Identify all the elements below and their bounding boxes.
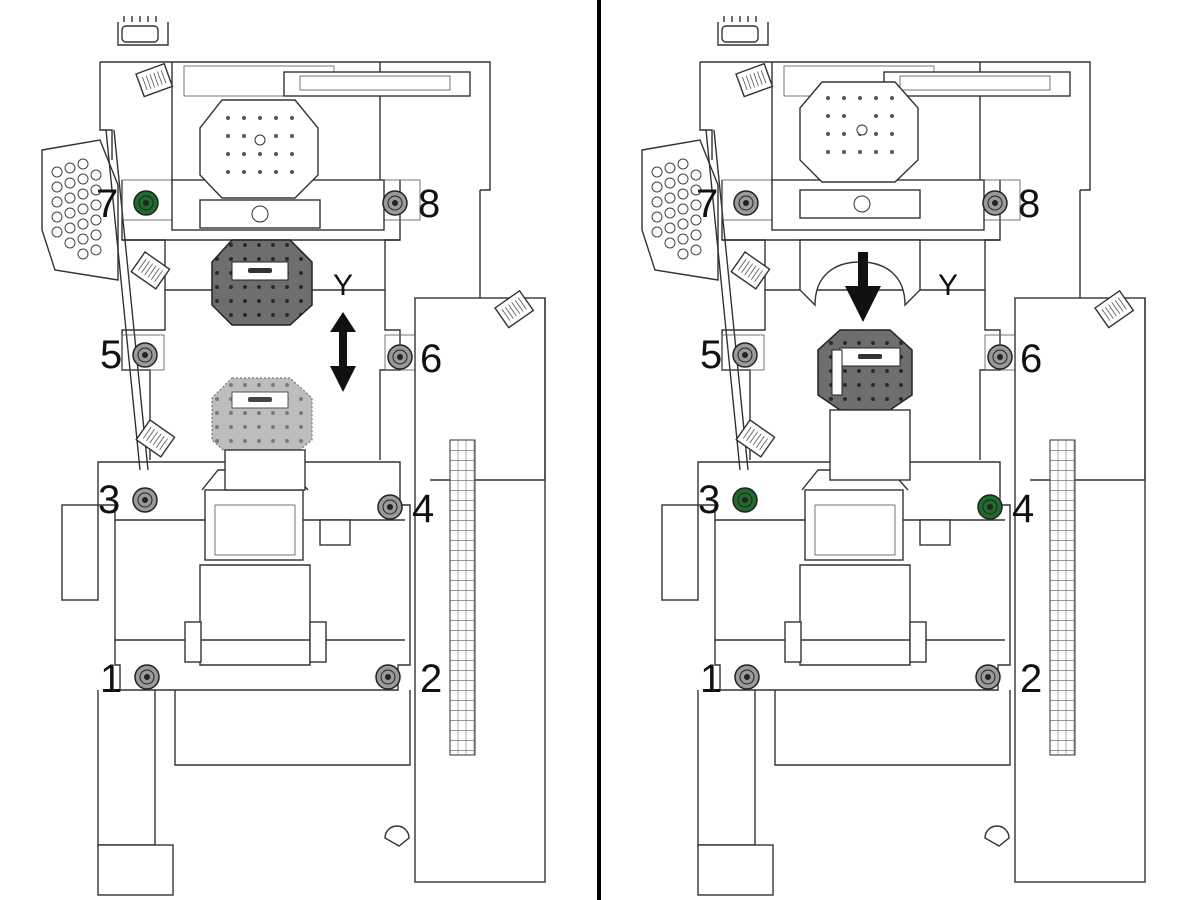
leveling-screw-number: 3: [698, 478, 720, 522]
leveling-screw-7: 7: [96, 182, 159, 226]
leveling-screw-number: 1: [700, 657, 722, 701]
y-axis-label: Y: [333, 269, 353, 302]
top-table-left: [199, 99, 321, 229]
leveling-screw-core: [142, 352, 148, 358]
leveling-screw-core: [987, 504, 993, 510]
leveling-screw-number: 2: [420, 657, 442, 701]
leveling-screw-ring: [737, 492, 753, 508]
leveling-screw-core: [744, 674, 750, 680]
leveling-screw-core: [992, 200, 998, 206]
panel-divider: [597, 0, 601, 900]
leveling-screw-number: 6: [420, 337, 442, 381]
leveling-screw-core: [985, 674, 991, 680]
leveling-screw-ring: [980, 669, 996, 685]
leveling-screw-number: 7: [696, 182, 718, 226]
leveling-screw-ring: [739, 669, 755, 685]
leveling-screw-core: [387, 504, 393, 510]
leveling-screw-core: [143, 200, 149, 206]
leveling-screw-core: [142, 497, 148, 503]
leveling-screw-number: 7: [96, 182, 118, 226]
leveling-screw-number: 2: [1020, 657, 1042, 701]
leveling-screw-number: 8: [418, 182, 440, 226]
leveling-screw-ring: [137, 347, 153, 363]
leveling-screw-ring: [387, 195, 403, 211]
leveling-screw-number: 1: [100, 657, 122, 701]
leveling-screw-1: 1: [100, 657, 160, 701]
leveling-screw-8: 8: [982, 182, 1040, 226]
leveling-screw-ring: [738, 195, 754, 211]
leveling-screw-5: 5: [700, 333, 758, 377]
left-panel: Y 1 2 3 4 5 6 7 8: [41, 15, 546, 896]
y-axis-double-arrow: [330, 312, 356, 392]
leveling-screw-7: 7: [696, 182, 759, 226]
leveling-screw-ring: [982, 499, 998, 515]
leveling-screw-number: 5: [100, 333, 122, 377]
leveling-screw-ring: [737, 347, 753, 363]
leveling-screw-ring: [139, 669, 155, 685]
leveling-screw-ring: [987, 195, 1003, 211]
leveling-screw-4: 4: [377, 487, 434, 531]
leveling-screw-core: [397, 354, 403, 360]
leveling-screw-number: 4: [1012, 487, 1034, 531]
leveling-screw-number: 4: [412, 487, 434, 531]
leveling-screw-1: 1: [700, 657, 760, 701]
leveling-screw-3: 3: [698, 478, 758, 522]
y-axis-label: Y: [938, 269, 958, 302]
leveling-screw-2: 2: [975, 657, 1042, 701]
leveling-screw-core: [144, 674, 150, 680]
leveling-screw-core: [997, 354, 1003, 360]
leveling-screw-ring: [382, 499, 398, 515]
leveling-screw-core: [385, 674, 391, 680]
leveling-screw-core: [742, 352, 748, 358]
leveling-screw-core: [742, 497, 748, 503]
leveling-screw-ring: [392, 349, 408, 365]
leveling-screw-number: 3: [98, 478, 120, 522]
leveling-screw-2: 2: [375, 657, 442, 701]
leveling-screw-number: 8: [1018, 182, 1040, 226]
leveling-screws-left: 1 2 3 4 5 6 7 8: [96, 182, 442, 701]
leveling-screw-ring: [137, 492, 153, 508]
leveling-screw-8: 8: [382, 182, 440, 226]
leveling-screws-right: 1 2 3 4 5 6 7 8: [696, 182, 1042, 701]
leveling-screw-6: 6: [987, 337, 1042, 381]
leveling-screw-core: [392, 200, 398, 206]
leveling-screw-ring: [138, 195, 154, 211]
leveling-screw-core: [743, 200, 749, 206]
table-alt-position-left: [211, 377, 313, 491]
y-axis-down-arrow: [845, 252, 881, 322]
table-current-position-right: [817, 329, 913, 481]
table-current-position-left: [211, 239, 313, 326]
leveling-screw-6: 6: [387, 337, 442, 381]
leveling-screw-number: 6: [1020, 337, 1042, 381]
leveling-screw-ring: [992, 349, 1008, 365]
leveling-screw-5: 5: [100, 333, 158, 377]
leveling-screw-4: 4: [977, 487, 1034, 531]
leveling-screw-ring: [380, 669, 396, 685]
leveling-screw-3: 3: [98, 478, 158, 522]
top-table-right: [799, 81, 921, 307]
leveling-screw-number: 5: [700, 333, 722, 377]
right-panel: Y 1 2 3 4 5 6 7 8: [641, 15, 1146, 896]
